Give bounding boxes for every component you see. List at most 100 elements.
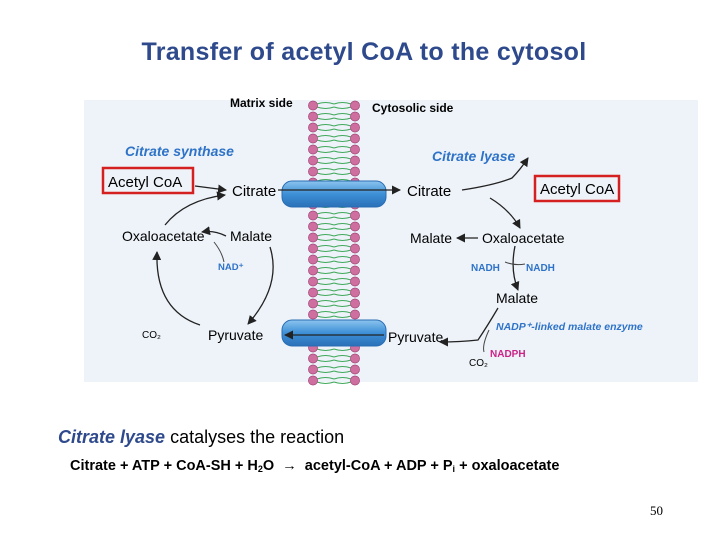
lipid-head [350,122,360,133]
lipid-head [350,287,360,298]
lipid-tail [316,211,335,220]
lipid-head [308,375,318,386]
lipid-tail [333,233,352,242]
lipid-tail [333,310,352,319]
lipid-head [350,221,360,232]
lipid-head [350,144,360,155]
lipid-head [350,309,360,320]
citrate-synthase-label: Citrate synthase [125,143,234,159]
arrow-oxaloacetate-to-malate-2 [510,245,520,291]
lipid-tail [316,266,335,275]
lipid-tail [316,310,335,319]
lipid-tail [316,134,335,143]
lipid-head [350,353,360,364]
reaction-caption: Citrate lyase catalyses the reaction [58,427,344,448]
lipid-tail [333,288,352,297]
lipid-head [350,155,360,166]
equation-water-o: O [262,458,275,474]
lipid-tail [316,376,335,385]
lipid-tail [333,244,352,253]
lipid-head [350,111,360,122]
lipid-head [308,276,318,287]
nadph-label: NADPH [490,349,526,360]
lipid-head [350,166,360,177]
arrow-pyruvate-to-oxaloacetate [152,251,201,326]
diagram-panel [84,100,698,382]
lipid-tail [316,156,335,165]
arrow-malate-to-pyruvate-cytosol [439,307,499,347]
lipid-head [308,298,318,309]
lipid-head [308,232,318,243]
lipid-head [308,353,318,364]
lipid-head [308,210,318,221]
citrate-cytosol: Citrate [407,183,451,200]
arrow-malate-to-oxaloacetate [201,226,227,237]
lipid-tail [316,299,335,308]
lipid-tail [316,167,335,176]
lipid-tail [316,288,335,297]
nadh-branch [504,261,526,266]
lipid-tail [316,112,335,121]
cytosolic-side-label: Cytosolic side [372,101,454,115]
caption-enzyme: Citrate lyase [58,427,166,447]
lipid-head [308,155,318,166]
nadph-branch [483,329,490,353]
lipid-head [308,364,318,375]
lipid-head [308,122,318,133]
acetyl-coa-box-cytosol [533,174,621,203]
lipid-tail [333,277,352,286]
equation-products: acetyl-CoA + ADP + P [304,458,453,474]
lipid-head [350,232,360,243]
reaction-equation: Citrate + ATP + CoA-SH + H2O → acetyl-Co… [70,458,559,474]
acetyl-coa-box-matrix [101,166,195,195]
lipid-head [350,210,360,221]
lipid-head [308,166,318,177]
lipid-head [350,254,360,265]
lipid-tail [316,145,335,154]
nadh-label-left: NADH [471,263,500,274]
citrate-transporter [281,180,387,208]
malate-cytosol: Malate [410,230,452,246]
oxaloacetate-matrix: Oxaloacetate [122,228,205,244]
matrix-side-label: Matrix side [230,96,293,110]
lipid-tail [316,222,335,231]
lipid-tail [333,101,352,110]
oxaloacetate-cytosol: Oxaloacetate [482,230,565,246]
lipid-head [350,133,360,144]
lipid-head [308,254,318,265]
lipid-head [350,298,360,309]
equation-arrow: → [282,458,297,474]
lipid-head [350,243,360,254]
equation-water-subscript: 2 [257,464,263,474]
lipid-head [350,364,360,375]
lipid-tail [316,101,335,110]
lipid-tail [333,156,352,165]
equation-end: + oxaloacetate [455,458,560,474]
lipid-head [308,221,318,232]
malate-cytosol-product: Malate [496,290,538,306]
lipid-tail [333,376,352,385]
lipid-tail [333,167,352,176]
arrow-acetylcoa-to-citrate [194,184,227,194]
lipid-tail [316,354,335,363]
citrate-matrix: Citrate [232,183,276,200]
equation-reactants: Citrate + ATP + CoA-SH + H [70,458,258,474]
lipid-tail [316,244,335,253]
lipid-tail [316,123,335,132]
acetyl-coa-matrix: Acetyl CoA [108,174,182,191]
nad-branch [213,241,225,263]
arrow-citrate-to-oxaloacetate [489,197,521,229]
lipid-tail [333,255,352,264]
lipid-head [350,100,360,111]
lipid-tail [316,255,335,264]
page-number: 50 [650,503,663,518]
lipid-head [308,133,318,144]
citrate-lyase-label: Citrate lyase [432,148,515,164]
arrow-oxaloacetate-to-citrate [164,191,226,226]
acetyl-coa-cytosol: Acetyl CoA [540,181,614,198]
lipid-head [308,243,318,254]
lipid-tail [333,299,352,308]
lipid-tail [333,145,352,154]
pyruvate-cytosol: Pyruvate [388,329,443,345]
lipid-tail [316,277,335,286]
